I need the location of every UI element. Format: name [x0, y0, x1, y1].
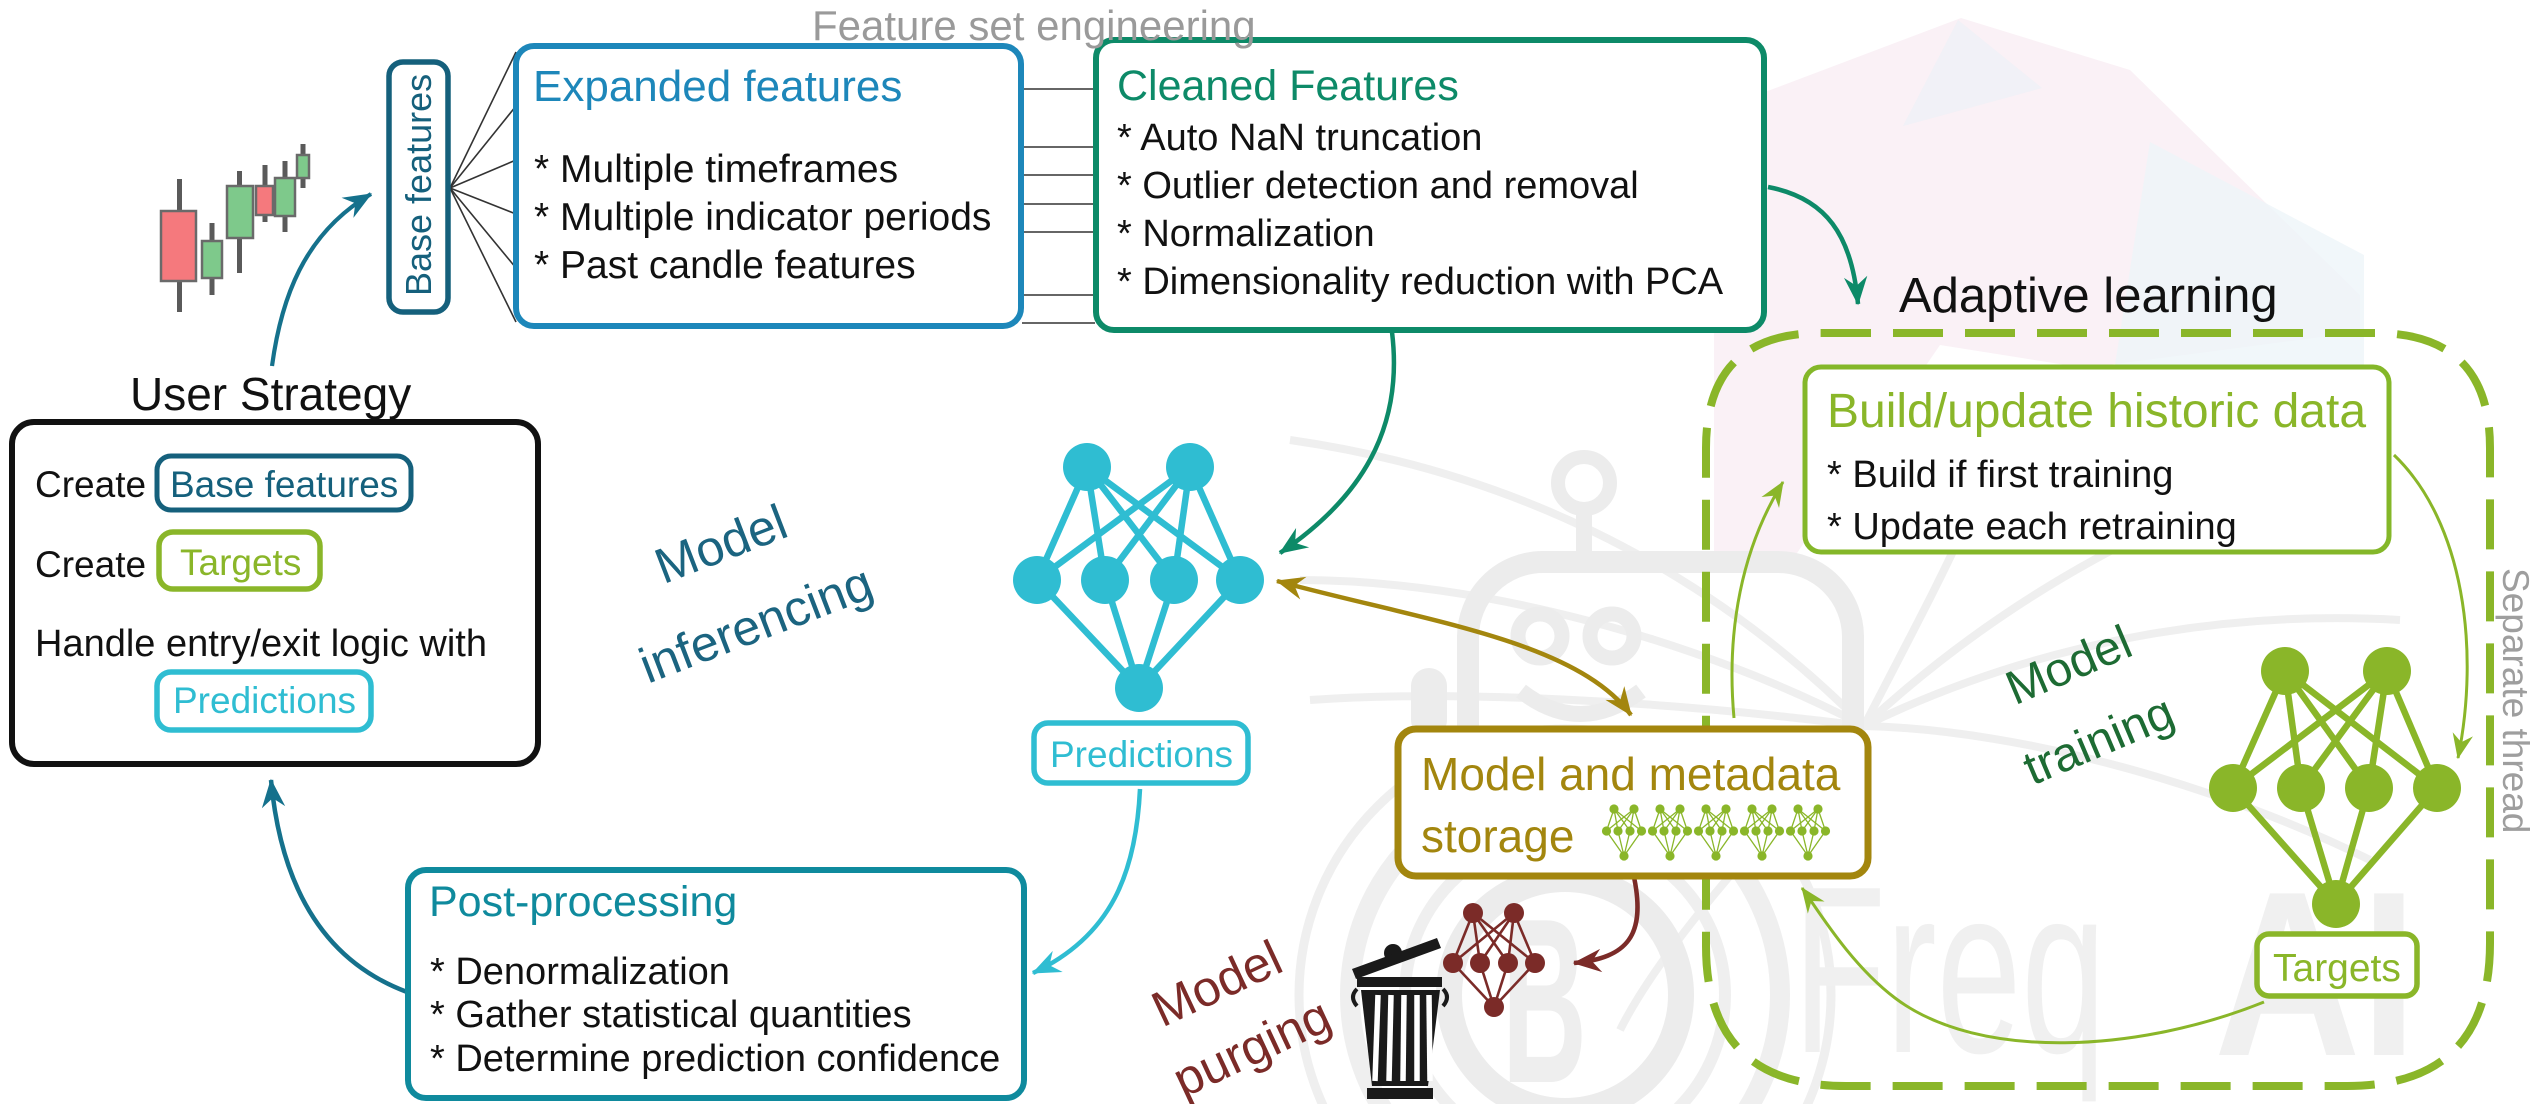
svg-text:Targets: Targets — [180, 542, 301, 583]
svg-text:Adaptive learning: Adaptive learning — [1899, 269, 2278, 323]
svg-text:* Update each retraining: * Update each retraining — [1827, 506, 2237, 548]
svg-text:Model: Model — [647, 494, 794, 595]
svg-text:Base features: Base features — [170, 464, 398, 505]
svg-text:Create: Create — [35, 464, 146, 505]
svg-text:Create: Create — [35, 544, 146, 585]
svg-text:Base features: Base features — [398, 74, 439, 296]
svg-text:Model: Model — [1998, 616, 2139, 716]
svg-text:* Dimensionality reduction wi: * Dimensionality reduction with PCA — [1117, 261, 1724, 303]
svg-text:* Denormalization: * Denormalization — [430, 951, 730, 993]
svg-text:Handle entry/exit logic with: Handle entry/exit logic with — [35, 623, 487, 665]
svg-text:* Auto NaN truncation: * Auto NaN truncation — [1117, 117, 1482, 159]
svg-text:* Normalization: * Normalization — [1117, 213, 1375, 255]
svg-text:* Outlier detection and remov: * Outlier detection and removal — [1117, 165, 1639, 207]
svg-text:Separate thread: Separate thread — [2495, 568, 2536, 833]
svg-text:Post-processing: Post-processing — [429, 878, 737, 926]
svg-text:Predictions: Predictions — [1050, 734, 1233, 775]
svg-text:Cleaned Features: Cleaned Features — [1117, 62, 1459, 110]
svg-text:Model and metadata: Model and metadata — [1421, 748, 1841, 800]
svg-text:Feature set engineering: Feature set engineering — [812, 2, 1256, 49]
svg-text:Build/update historic data: Build/update historic data — [1827, 385, 2366, 438]
svg-text:Expanded features: Expanded features — [533, 62, 902, 111]
svg-text:* Past candle features: * Past candle features — [534, 244, 916, 287]
svg-text:Targets: Targets — [2273, 947, 2401, 990]
svg-text:Freq: Freq — [1793, 838, 2106, 1103]
svg-text:* Multiple indicator periods: * Multiple indicator periods — [534, 196, 991, 239]
svg-text:storage: storage — [1421, 810, 1574, 862]
svg-text:* Build if first training: * Build if first training — [1827, 454, 2173, 496]
svg-text:Predictions: Predictions — [173, 680, 356, 721]
svg-text:User Strategy: User Strategy — [130, 368, 411, 420]
svg-text:* Multiple timeframes: * Multiple timeframes — [534, 148, 898, 191]
svg-text:* Determine prediction confid: * Determine prediction confidence — [430, 1038, 1000, 1080]
svg-text:* Gather statistical quantiti: * Gather statistical quantities — [430, 994, 912, 1036]
